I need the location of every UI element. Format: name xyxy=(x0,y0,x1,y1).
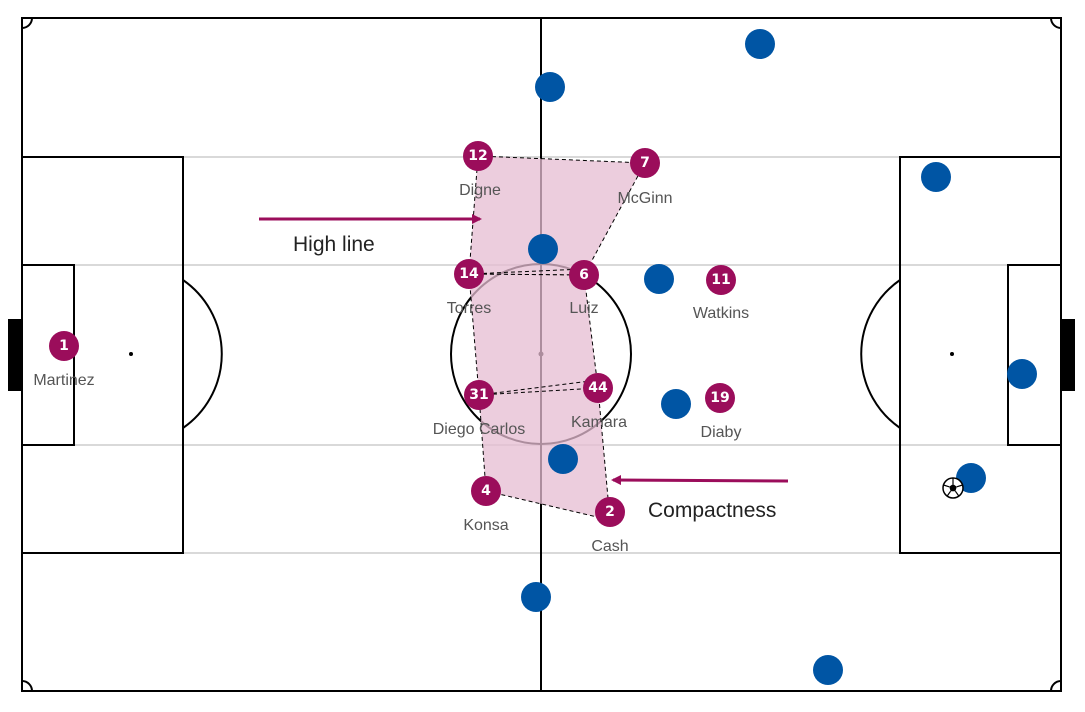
defensive-line-link xyxy=(478,387,599,396)
midfield-line-link xyxy=(468,268,585,275)
left-penalty-area xyxy=(21,156,184,554)
player-marker xyxy=(583,373,613,403)
player-number: 31 xyxy=(469,387,488,403)
player-name: Diaby xyxy=(701,424,742,441)
player-number: 4 xyxy=(481,483,491,499)
player-name: Diego Carlos xyxy=(433,421,525,438)
football-icon xyxy=(942,477,964,499)
corner-arc-bottom-left xyxy=(21,680,33,692)
player-name: Watkins xyxy=(693,305,749,322)
right-penalty-spot xyxy=(950,352,954,356)
player-marker xyxy=(569,260,599,290)
player-name: Konsa xyxy=(463,517,508,534)
defensive-line-link-2 xyxy=(478,379,599,396)
player-name: Kamara xyxy=(571,414,627,431)
player-diego-carlos: 31 Diego Carlos xyxy=(433,380,525,438)
player-marker xyxy=(705,383,735,413)
player-name: Digne xyxy=(459,182,501,199)
player-digne: 12 Digne xyxy=(459,141,501,199)
away-player-marker xyxy=(644,264,674,294)
player-martinez: 1 Martinez xyxy=(33,331,95,389)
player-kamara: 44 Kamara xyxy=(571,373,627,431)
left-penalty-arc xyxy=(182,279,223,429)
corner-arc-top-right xyxy=(1050,17,1062,29)
player-marker xyxy=(464,380,494,410)
player-marker xyxy=(471,476,501,506)
player-torres: 14 Torres xyxy=(447,259,491,317)
left-goal xyxy=(8,319,22,391)
player-marker xyxy=(454,259,484,289)
midfield-shape xyxy=(468,155,646,276)
corner-arc-top-left xyxy=(21,17,33,29)
away-player-marker xyxy=(535,72,565,102)
away-player-marker xyxy=(548,444,578,474)
away-player-marker xyxy=(921,162,951,192)
player-number: 1 xyxy=(59,338,69,354)
away-player-marker xyxy=(528,234,558,264)
player-diaby: 19 Diaby xyxy=(701,383,742,441)
right-penalty-arc xyxy=(860,279,901,429)
player-marker xyxy=(595,497,625,527)
player-number: 12 xyxy=(468,148,487,164)
player-marker xyxy=(630,148,660,178)
player-marker xyxy=(49,331,79,361)
player-name: Torres xyxy=(447,300,491,317)
left-penalty-spot xyxy=(129,352,133,356)
player-konsa: 4 Konsa xyxy=(463,476,509,534)
player-watkins: 11 Watkins xyxy=(693,265,749,322)
away-player-marker xyxy=(745,29,775,59)
right-goal xyxy=(1061,319,1075,391)
right-goal-area xyxy=(1007,264,1062,446)
player-number: 7 xyxy=(640,155,650,171)
away-player-marker xyxy=(813,655,843,685)
player-name: Martinez xyxy=(33,372,94,389)
player-cash: 2 Cash xyxy=(591,497,629,555)
compactness-arrow xyxy=(611,475,789,486)
corner-arc-bottom-right xyxy=(1050,680,1062,692)
away-player-marker xyxy=(661,389,691,419)
high-line-label: High line xyxy=(293,233,375,256)
away-player-marker xyxy=(1007,359,1037,389)
player-marker xyxy=(463,141,493,171)
annotations: High line Compactness xyxy=(259,214,789,522)
away-team xyxy=(521,29,1037,685)
player-name: Cash xyxy=(591,538,628,555)
player-number: 44 xyxy=(588,380,608,396)
home-team: 1 Martinez 12 Digne 7 McGinn 14 Torres 6… xyxy=(33,141,749,555)
player-name: McGinn xyxy=(617,190,672,207)
player-number: 2 xyxy=(605,504,615,520)
player-number: 19 xyxy=(710,390,729,406)
right-penalty-area xyxy=(899,156,1062,554)
player-luiz: 6 Luiz xyxy=(569,260,599,317)
player-number: 14 xyxy=(459,266,479,282)
player-number: 6 xyxy=(579,267,589,283)
player-name: Luiz xyxy=(569,300,598,317)
away-player-marker xyxy=(521,582,551,612)
player-number: 11 xyxy=(711,272,730,288)
player-marker xyxy=(706,265,736,295)
compactness-label: Compactness xyxy=(648,499,776,522)
away-player-marker xyxy=(956,463,986,493)
player-mcginn: 7 McGinn xyxy=(617,148,673,207)
